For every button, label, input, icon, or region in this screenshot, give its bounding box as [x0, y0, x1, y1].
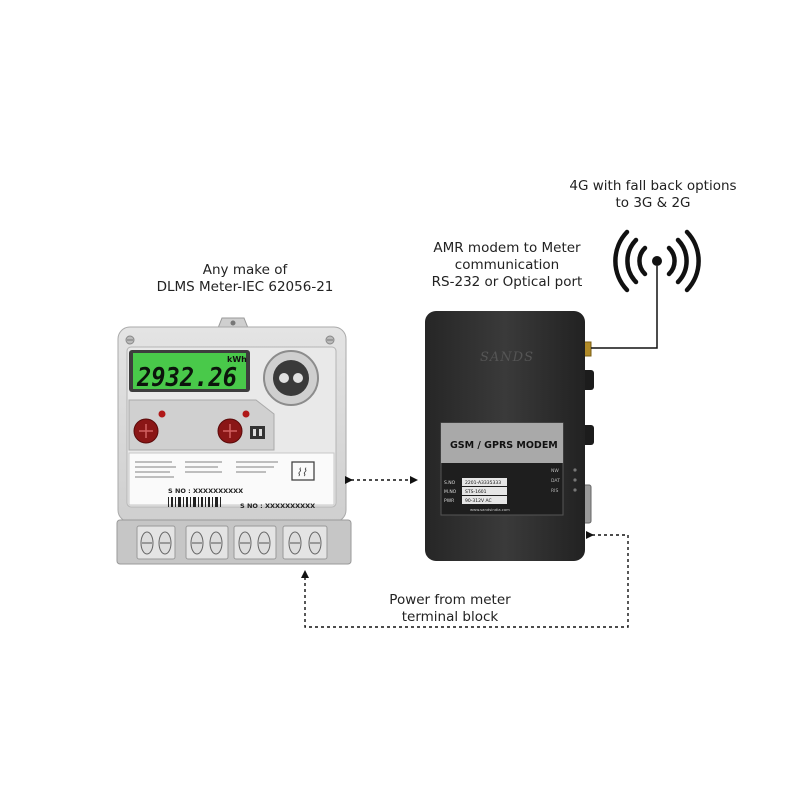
modem-led-label-nw: NW [551, 468, 559, 474]
power-caption: Power from meter terminal block [345, 592, 555, 626]
modem-label-rows: S.NO 2201-A3335333 M.NO STS-1601 PWR 90-… [444, 478, 510, 512]
terminal-screws [136, 525, 328, 560]
modem-led-dat [573, 478, 577, 482]
modem-row-key-0: S.NO [444, 480, 456, 486]
meter-lcd [133, 353, 246, 389]
isi-mark-glyph: ⌇⌇ [296, 466, 307, 479]
power-caption-line-1: Power from meter [389, 592, 511, 608]
meter-nameplate [128, 452, 335, 506]
meter-led-left [158, 410, 166, 418]
modem-row-value-2: 90-312V AC [465, 498, 492, 504]
modem-label-title: GSM / GPRS MODEM [450, 440, 558, 451]
optical-port-eye-left [279, 373, 289, 383]
network-caption-line-1: 4G with fall back options [569, 178, 737, 194]
energy-meter: kWh 2932.26 ⌇⌇ S NO : XXXXXXXXX [116, 317, 352, 565]
modem-row-key-1: M.NO [444, 489, 457, 495]
network-caption-line-2: to 3G & 2G [615, 195, 691, 211]
nameplate-fine-print [135, 461, 278, 478]
modem-led-indicators: NW DAT RIS [551, 468, 577, 494]
power-caption-line-2: terminal block [401, 609, 499, 625]
modem-comm-caption-line-3: RS-232 or Optical port [431, 274, 583, 290]
modem-led-label-ris: RIS [551, 488, 558, 494]
modem-led-label-dat: DAT [551, 478, 560, 484]
modem-brand: SANDS [480, 350, 534, 365]
modem-led-nw [573, 468, 577, 472]
antenna-wire [591, 266, 658, 349]
isi-mark-icon [291, 461, 315, 481]
meter-serial-2: S NO : XXXXXXXXXX [240, 502, 315, 510]
modem-comm-caption: AMR modem to Meter communication RS-232 … [402, 240, 612, 291]
modem-comm-caption-line-1: AMR modem to Meter [433, 240, 581, 256]
modem-row-value-0: 2201-A3335333 [465, 480, 501, 486]
optical-port [273, 360, 309, 396]
wireless-signal-icon [613, 229, 701, 293]
gsm-modem: SANDS GSM / GPRS MODEM S.NO 2201-A333533… [425, 311, 594, 561]
meter-display-unit: kWh [227, 355, 247, 364]
modem-comm-caption-line-2: communication [454, 257, 560, 273]
meter-type-caption-line-1: Any make of [202, 262, 288, 278]
meter-barcode [168, 497, 221, 507]
meter-type-caption: Any make of DLMS Meter-IEC 62056-21 [130, 262, 360, 296]
modem-led-ris [573, 488, 577, 492]
network-caption: 4G with fall back options to 3G & 2G [548, 178, 758, 212]
meter-pulse-icon [250, 426, 265, 439]
modem-row-key-2: PWR [444, 498, 454, 504]
modem-label-title-bar [441, 423, 563, 463]
modem-website: www.sandsindia.com [470, 507, 510, 512]
meter-led-right [242, 410, 250, 418]
optical-port-eye-right [293, 373, 303, 383]
meter-serial-1: S NO : XXXXXXXXXX [168, 487, 243, 495]
meter-type-caption-line-2: DLMS Meter-IEC 62056-21 [156, 279, 334, 295]
meter-tab-hole [230, 320, 236, 326]
meter-display-reading: 2932.26 [136, 363, 237, 393]
power-supply-line [301, 531, 629, 628]
modem-row-value-1: STS-1601 [465, 489, 487, 495]
